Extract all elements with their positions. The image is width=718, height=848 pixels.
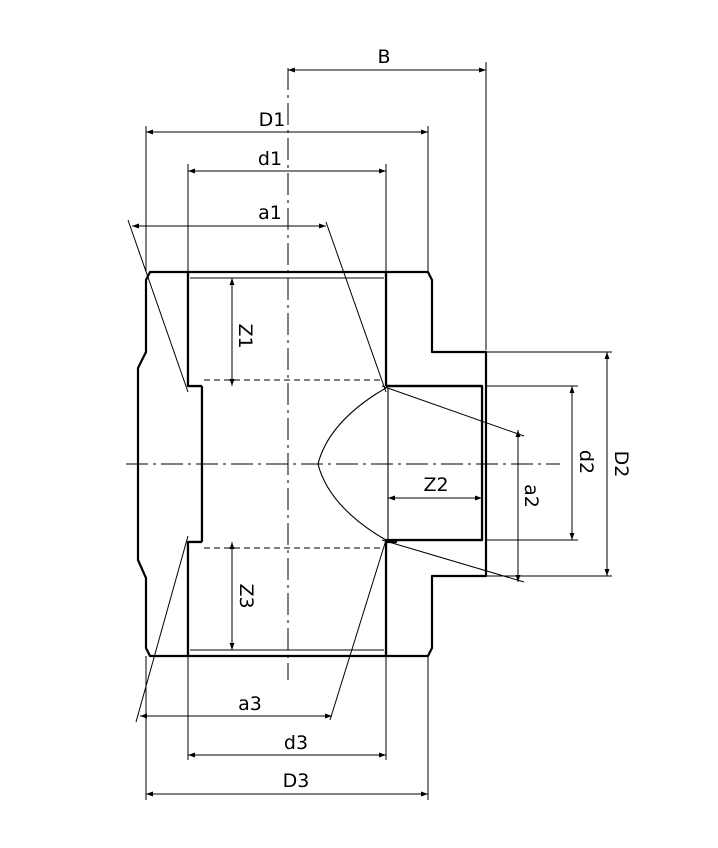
label-a3: a3 <box>238 693 262 715</box>
label-Z1: Z1 <box>234 323 256 348</box>
label-D3: D3 <box>283 770 310 792</box>
a2-leader-bottom <box>381 539 525 583</box>
label-d3: d3 <box>284 732 308 754</box>
a2-leader-top <box>381 385 525 437</box>
socket-2-outline <box>386 384 484 542</box>
label-d1: d1 <box>258 148 282 170</box>
label-a1: a1 <box>258 202 282 224</box>
label-D2: D2 <box>610 451 632 478</box>
a1-leader-right <box>325 221 387 393</box>
socket-3-outline <box>186 540 388 654</box>
socket-3-bore <box>188 542 386 652</box>
label-Z2: Z2 <box>423 474 448 496</box>
label-D1: D1 <box>259 109 286 131</box>
label-B: B <box>377 46 390 68</box>
a1-leader-left <box>127 219 189 393</box>
label-Z3: Z3 <box>235 583 257 608</box>
socket-1-bore <box>188 276 386 386</box>
a3-leader-left <box>135 535 189 723</box>
label-a2: a2 <box>520 484 542 508</box>
a3-leader-right <box>329 539 387 721</box>
extension-lines <box>145 62 612 800</box>
branch-chamfer-bottom <box>375 533 387 541</box>
branch-chamfer-top <box>375 387 387 395</box>
socket-1-outline <box>186 274 388 388</box>
label-d2: d2 <box>575 450 597 474</box>
